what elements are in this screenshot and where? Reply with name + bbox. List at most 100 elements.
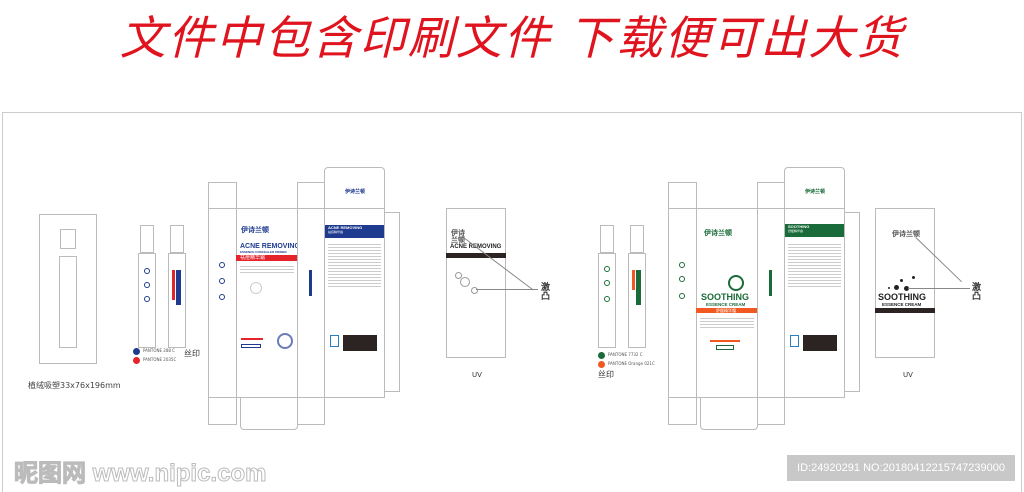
side-bottom-flap xyxy=(208,397,237,425)
tube-cap xyxy=(630,225,644,253)
brand-logo: 伊诗兰顿 xyxy=(345,189,366,195)
bottom-flap xyxy=(240,397,298,430)
net-weight-box xyxy=(716,345,734,350)
uv-brand-logo: 伊诗兰顿 xyxy=(892,230,920,238)
body-copy xyxy=(700,316,754,330)
uv-product-subtitle: ESSENCE CREAM xyxy=(882,302,922,307)
uv-bar xyxy=(875,308,935,313)
callout-line xyxy=(476,289,538,290)
bottom-flap xyxy=(700,397,758,430)
tube-cap xyxy=(170,225,184,253)
feature-icon xyxy=(219,294,225,300)
body-copy xyxy=(240,264,294,275)
tube-cap xyxy=(600,225,614,253)
side-top-flap xyxy=(208,182,237,209)
callout-line xyxy=(908,288,970,289)
pantone-swatch: PANTONE 288 C xyxy=(133,347,175,355)
back-copy xyxy=(788,242,841,289)
product-group-acne: PANTONE 288 C PANTONE 2035C 丝印 伊诗兰顿 ACNE… xyxy=(0,0,550,487)
emboss-dot xyxy=(904,286,909,291)
uv-brand-logo: 伊诗兰顿 xyxy=(451,229,465,244)
side-bottom-flap xyxy=(757,397,785,425)
claim-bar xyxy=(710,340,740,342)
uv-label: UV xyxy=(472,371,482,379)
molecule-icon xyxy=(455,272,462,279)
barcode-area xyxy=(343,335,377,351)
uv-panel xyxy=(446,208,506,358)
back-cn-name: 舒缓精华霜 xyxy=(788,229,804,233)
side-panel-left xyxy=(668,208,697,398)
tray-label: 植绒吸塑33x76x196mm xyxy=(28,381,121,390)
feature-icon xyxy=(679,276,685,282)
molecule-icon xyxy=(250,282,262,294)
molecule-icon xyxy=(460,277,470,287)
feature-icon xyxy=(219,278,225,284)
back-product-name: SOOTHING xyxy=(788,224,810,229)
barcode-area xyxy=(803,335,837,351)
emboss-dot xyxy=(894,285,899,290)
feature-icon xyxy=(604,266,610,272)
page-title: 文件中包含印刷文件 下载便可出大货 xyxy=(119,11,905,65)
product-cn-name: 祛痘精华霜 xyxy=(236,255,297,261)
top-tuck-flap xyxy=(324,167,385,209)
net-weight-box xyxy=(241,344,261,348)
tray-cavity-neck xyxy=(60,229,76,249)
emboss-dot xyxy=(900,279,903,282)
side-strip xyxy=(309,270,312,296)
product-cn-name: 舒缓精华霜 xyxy=(696,308,757,313)
product-group-soothing: PANTONE 7732 C PANTONE Orange 021C 丝印 伊诗… xyxy=(460,0,981,487)
watermark-site: 昵图网 www.nipic.com xyxy=(13,460,267,488)
uv-product-name: SOOTHING xyxy=(878,292,927,302)
emboss-dot xyxy=(912,276,915,279)
badge-icon xyxy=(277,333,293,349)
side-panel-left xyxy=(208,208,237,398)
product-subtitle: ESSENCE CONCEALER PRIMER xyxy=(240,250,287,254)
emboss-label: 激凸 xyxy=(972,283,982,302)
glue-flap xyxy=(844,212,860,392)
print-label: 丝印 xyxy=(184,349,200,358)
tube-cap xyxy=(140,225,154,253)
print-label: 丝印 xyxy=(598,370,614,379)
tube-red-bar xyxy=(172,270,175,300)
pantone-swatch: PANTONE Orange 021C xyxy=(598,360,655,368)
uv-bar xyxy=(446,253,506,258)
side-top-flap xyxy=(757,182,785,209)
glue-flap xyxy=(384,212,400,392)
feature-icon xyxy=(604,280,610,286)
product-name: SOOTHING xyxy=(701,292,750,302)
emboss-label: 激凸 xyxy=(541,283,551,302)
side-top-flap xyxy=(668,182,697,209)
feature-icon xyxy=(679,293,685,299)
side-bottom-flap xyxy=(297,397,325,425)
brand-logo: 伊诗兰顿 xyxy=(704,229,732,237)
qs-logo xyxy=(790,335,799,347)
back-cn-name: 祛痘精华霜 xyxy=(328,230,344,234)
side-strip xyxy=(769,270,772,296)
tube-name-strip xyxy=(636,270,641,305)
tube-orange-bar xyxy=(632,270,635,290)
side-bottom-flap xyxy=(668,397,697,425)
side-top-flap xyxy=(297,182,325,209)
feature-icon xyxy=(144,296,150,302)
feature-icon xyxy=(219,262,225,268)
artboard-frame xyxy=(2,112,1022,492)
product-name: ACNE REMOVING xyxy=(240,243,300,250)
tray-cavity-body xyxy=(59,256,77,348)
feature-icon xyxy=(144,268,150,274)
feature-icon xyxy=(679,262,685,268)
uv-label: UV xyxy=(903,371,913,379)
feature-icon xyxy=(604,296,610,302)
side-panel-right xyxy=(757,208,785,398)
pantone-swatch: PANTONE 2035C xyxy=(133,356,176,364)
qs-logo xyxy=(330,335,339,347)
emboss-dot xyxy=(888,287,890,289)
feature-icon xyxy=(144,282,150,288)
back-product-name: ACNE REMOVING xyxy=(328,225,363,230)
side-panel-right xyxy=(297,208,325,398)
top-tuck-flap xyxy=(784,167,845,209)
back-copy xyxy=(328,242,381,289)
brand-logo: 伊诗兰顿 xyxy=(241,226,269,234)
pantone-swatch: PANTONE 7732 C xyxy=(598,351,643,359)
